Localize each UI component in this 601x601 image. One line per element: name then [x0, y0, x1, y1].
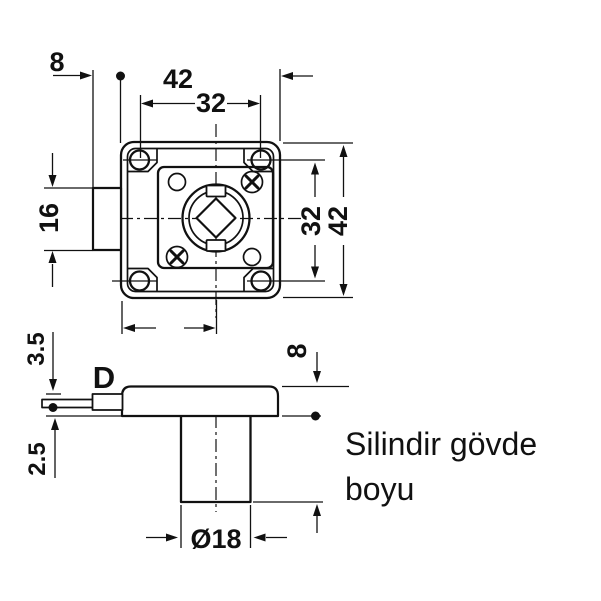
cylinder-notch-top — [205, 184, 227, 198]
screw-cross-icon — [169, 249, 185, 265]
axis-reference-dot — [48, 403, 58, 412]
spindle-rod — [41, 398, 93, 409]
arrowhead-icon — [339, 284, 348, 296]
arrowhead-icon — [311, 162, 319, 175]
arrowhead-icon — [49, 379, 57, 391]
spindle-square-hole — [195, 197, 237, 239]
reference-dot — [116, 71, 125, 81]
cylinder-body-profile — [179, 416, 252, 504]
dim-label-hole-spacing-v: 32 — [296, 206, 326, 236]
corner-plate-bottom-left — [127, 267, 158, 292]
rivet-hole — [167, 172, 187, 192]
arrowhead-icon — [166, 533, 178, 542]
bolt-latch — [91, 186, 123, 252]
dim-label-body-height: 42 — [323, 206, 353, 236]
dim-label-case-depth: 8 — [282, 343, 312, 358]
case-profile — [120, 385, 280, 418]
bolt-nose-profile — [91, 393, 124, 411]
mounting-hole-bottom-left — [128, 270, 151, 292]
dim-label-body-width: 42 — [163, 64, 193, 94]
arrowhead-icon — [123, 324, 135, 332]
arrowhead-icon — [80, 71, 92, 80]
screw-bottom-left — [165, 245, 189, 269]
arrowhead-icon — [339, 145, 348, 157]
arrowhead-icon — [51, 418, 59, 430]
dim-label-edge-offset: 8 — [49, 47, 64, 77]
note-line-2: boyu — [345, 471, 414, 507]
plan-view — [91, 124, 304, 318]
annotation-note: Silindir gövde boyu — [345, 426, 537, 507]
dim-label-hole-spacing-h: 32 — [196, 88, 226, 118]
arrowhead-icon — [48, 175, 57, 187]
spindle-length-label: D — [93, 360, 115, 395]
reference-dot — [311, 411, 320, 421]
arrowhead-icon — [248, 99, 260, 108]
arrowhead-icon — [141, 99, 153, 108]
side-dimensions: 3.5 2.5 D 8 Ø18 — [23, 332, 349, 554]
side-view — [41, 385, 280, 512]
dim-label-nose-offset: 3.5 — [23, 332, 50, 365]
rivet-hole — [242, 247, 262, 267]
arrowhead-icon — [203, 324, 216, 332]
plan-dimensions: 8 42 32 16 32 42 — [34, 47, 353, 334]
arrowhead-icon — [281, 72, 293, 80]
arrowhead-icon — [313, 504, 321, 516]
screw-top-right — [240, 170, 264, 194]
arrowhead-icon — [253, 533, 266, 542]
arrowhead-icon — [311, 266, 319, 279]
arrowhead-icon — [313, 371, 321, 383]
mounting-hole-top-left — [128, 149, 151, 171]
arrowhead-icon — [48, 251, 57, 263]
cylinder-notch-bottom — [205, 239, 227, 252]
screw-cross-icon — [244, 174, 260, 190]
note-line-1: Silindir gövde — [345, 426, 537, 462]
dim-label-bolt-height: 16 — [34, 203, 64, 233]
mechanism-housing — [156, 165, 275, 270]
dim-label-plate-offset: 2.5 — [24, 442, 51, 475]
dim-label-cylinder-diameter: Ø18 — [190, 524, 241, 554]
corner-plate-top-left — [127, 148, 158, 173]
